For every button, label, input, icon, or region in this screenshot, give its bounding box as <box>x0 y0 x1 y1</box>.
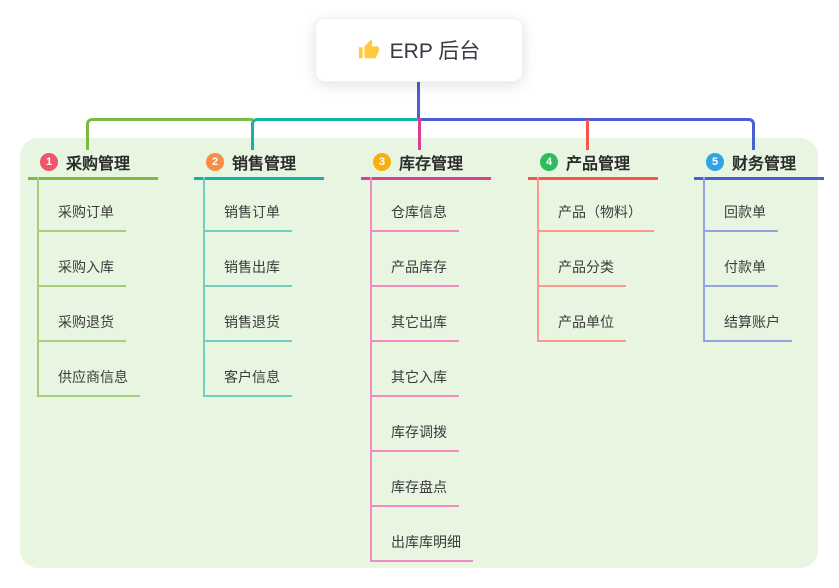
connector-branch-3 <box>418 118 421 150</box>
branch-header-finance[interactable]: 5 财务管理 <box>694 149 824 180</box>
branch-label: 产品管理 <box>566 155 631 173</box>
branch-number-badge: 2 <box>206 152 224 171</box>
child-node[interactable]: 回款单 <box>703 202 778 232</box>
branch-number-badge: 4 <box>540 152 558 171</box>
connector-branch-5 <box>419 118 755 150</box>
branch-child-line <box>537 177 539 342</box>
child-node[interactable]: 销售出库 <box>203 257 292 287</box>
branch-number-badge: 3 <box>373 152 391 171</box>
branch-header-sales[interactable]: 2 销售管理 <box>194 149 324 180</box>
connector-branch-4 <box>586 120 589 150</box>
branch-label: 采购管理 <box>66 155 131 173</box>
child-node[interactable]: 客户信息 <box>203 367 292 397</box>
child-node[interactable]: 采购退货 <box>37 312 126 342</box>
child-node[interactable]: 结算账户 <box>703 312 792 342</box>
child-node[interactable]: 其它入库 <box>370 367 459 397</box>
child-node[interactable]: 库存调拨 <box>370 422 459 452</box>
child-node[interactable]: 销售订单 <box>203 202 292 232</box>
branch-purchase: 1 采购管理 采购订单 采购入库 采购退货 供应商信息 <box>28 0 198 588</box>
branch-header-inventory[interactable]: 3 库存管理 <box>361 149 491 180</box>
child-node[interactable]: 仓库信息 <box>370 202 459 232</box>
branch-label: 销售管理 <box>232 155 297 173</box>
child-node[interactable]: 付款单 <box>703 257 778 287</box>
connector-branch-2 <box>251 118 421 150</box>
branch-header-product[interactable]: 4 产品管理 <box>528 149 658 180</box>
child-node[interactable]: 产品（物料） <box>537 202 654 232</box>
branch-child-line <box>703 177 705 342</box>
branch-number-badge: 5 <box>706 152 724 171</box>
root-node[interactable]: ERP 后台 <box>315 18 523 82</box>
branches-panel <box>20 138 818 568</box>
branch-label: 财务管理 <box>732 155 797 173</box>
branch-child-line <box>37 177 39 397</box>
child-node[interactable]: 出库库明细 <box>370 532 473 562</box>
child-node[interactable]: 其它出库 <box>370 312 459 342</box>
branch-sales: 2 销售管理 销售订单 销售出库 销售退货 客户信息 <box>194 0 364 588</box>
child-node[interactable]: 库存盘点 <box>370 477 459 507</box>
child-node[interactable]: 产品库存 <box>370 257 459 287</box>
branch-header-purchase[interactable]: 1 采购管理 <box>28 149 158 180</box>
branch-product: 4 产品管理 产品（物料） 产品分类 产品单位 <box>528 0 698 588</box>
thumbs-up-icon <box>358 39 380 61</box>
branch-label: 库存管理 <box>399 155 464 173</box>
branch-child-line <box>370 177 372 562</box>
root-label: ERP 后台 <box>389 40 481 63</box>
branch-number-badge: 1 <box>40 152 58 171</box>
child-node[interactable]: 产品单位 <box>537 312 626 342</box>
connector-root-stub <box>417 81 420 120</box>
connector-branch-1 <box>86 118 253 150</box>
child-node[interactable]: 供应商信息 <box>37 367 140 397</box>
child-node[interactable]: 销售退货 <box>203 312 292 342</box>
child-node[interactable]: 产品分类 <box>537 257 626 287</box>
child-node[interactable]: 采购入库 <box>37 257 126 287</box>
branch-finance: 5 财务管理 回款单 付款单 结算账户 <box>694 0 839 588</box>
branch-inventory: 3 库存管理 仓库信息 产品库存 其它出库 其它入库 库存调拨 库存盘点 出库库… <box>361 0 531 588</box>
child-node[interactable]: 采购订单 <box>37 202 126 232</box>
branch-child-line <box>203 177 205 397</box>
